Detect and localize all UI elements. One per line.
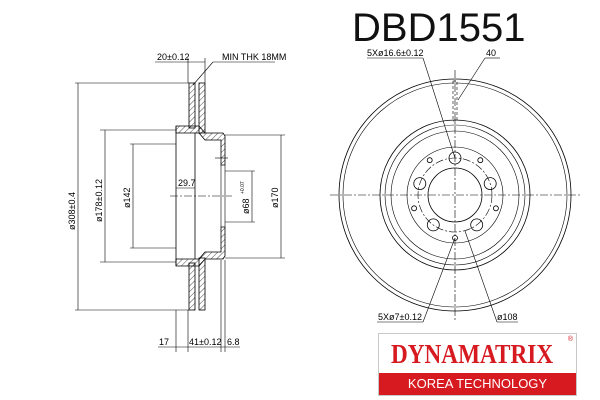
outer-diameter-label: ø308±0.4	[67, 192, 77, 230]
thickness-label: 20±0.12	[157, 52, 189, 62]
flange-thickness-label: 6.8	[227, 337, 240, 347]
part-number-title: DBD1551	[352, 6, 526, 50]
flange-diameter-label: ø170	[270, 187, 280, 208]
brand-name-area: DYNAMATRIX	[387, 334, 565, 370]
hat-diameter-label: ø178±0.12	[94, 179, 104, 222]
brand-tagline: KOREA TECHNOLOGY	[379, 373, 576, 395]
side-view	[75, 58, 285, 352]
small-holes-label: 5Xø7±0.12	[378, 312, 422, 322]
pcd-label: ø108	[497, 312, 518, 322]
height-label: 41±0.12	[189, 337, 221, 347]
center-bore-label: ø68	[241, 198, 251, 214]
front-view	[330, 57, 580, 323]
hat-depth-label: 29.7	[178, 178, 196, 188]
center-bore-tolerance: +0.07	[240, 181, 246, 194]
bolt-holes-label: 5Xø16.6±0.12	[367, 48, 423, 58]
brand-name: DYNAMATRIX	[391, 339, 554, 369]
brand-logo: DYNAMATRIX ® KOREA TECHNOLOGY	[378, 333, 577, 396]
dim-17-label: 17	[159, 337, 169, 347]
registered-mark: ®	[567, 336, 573, 343]
min-thickness-label: MIN THK 18MM	[222, 52, 286, 62]
bolt-holes	[411, 151, 499, 241]
vent-label: 40	[486, 48, 496, 58]
inner-diameter-label: ø142	[122, 187, 132, 208]
